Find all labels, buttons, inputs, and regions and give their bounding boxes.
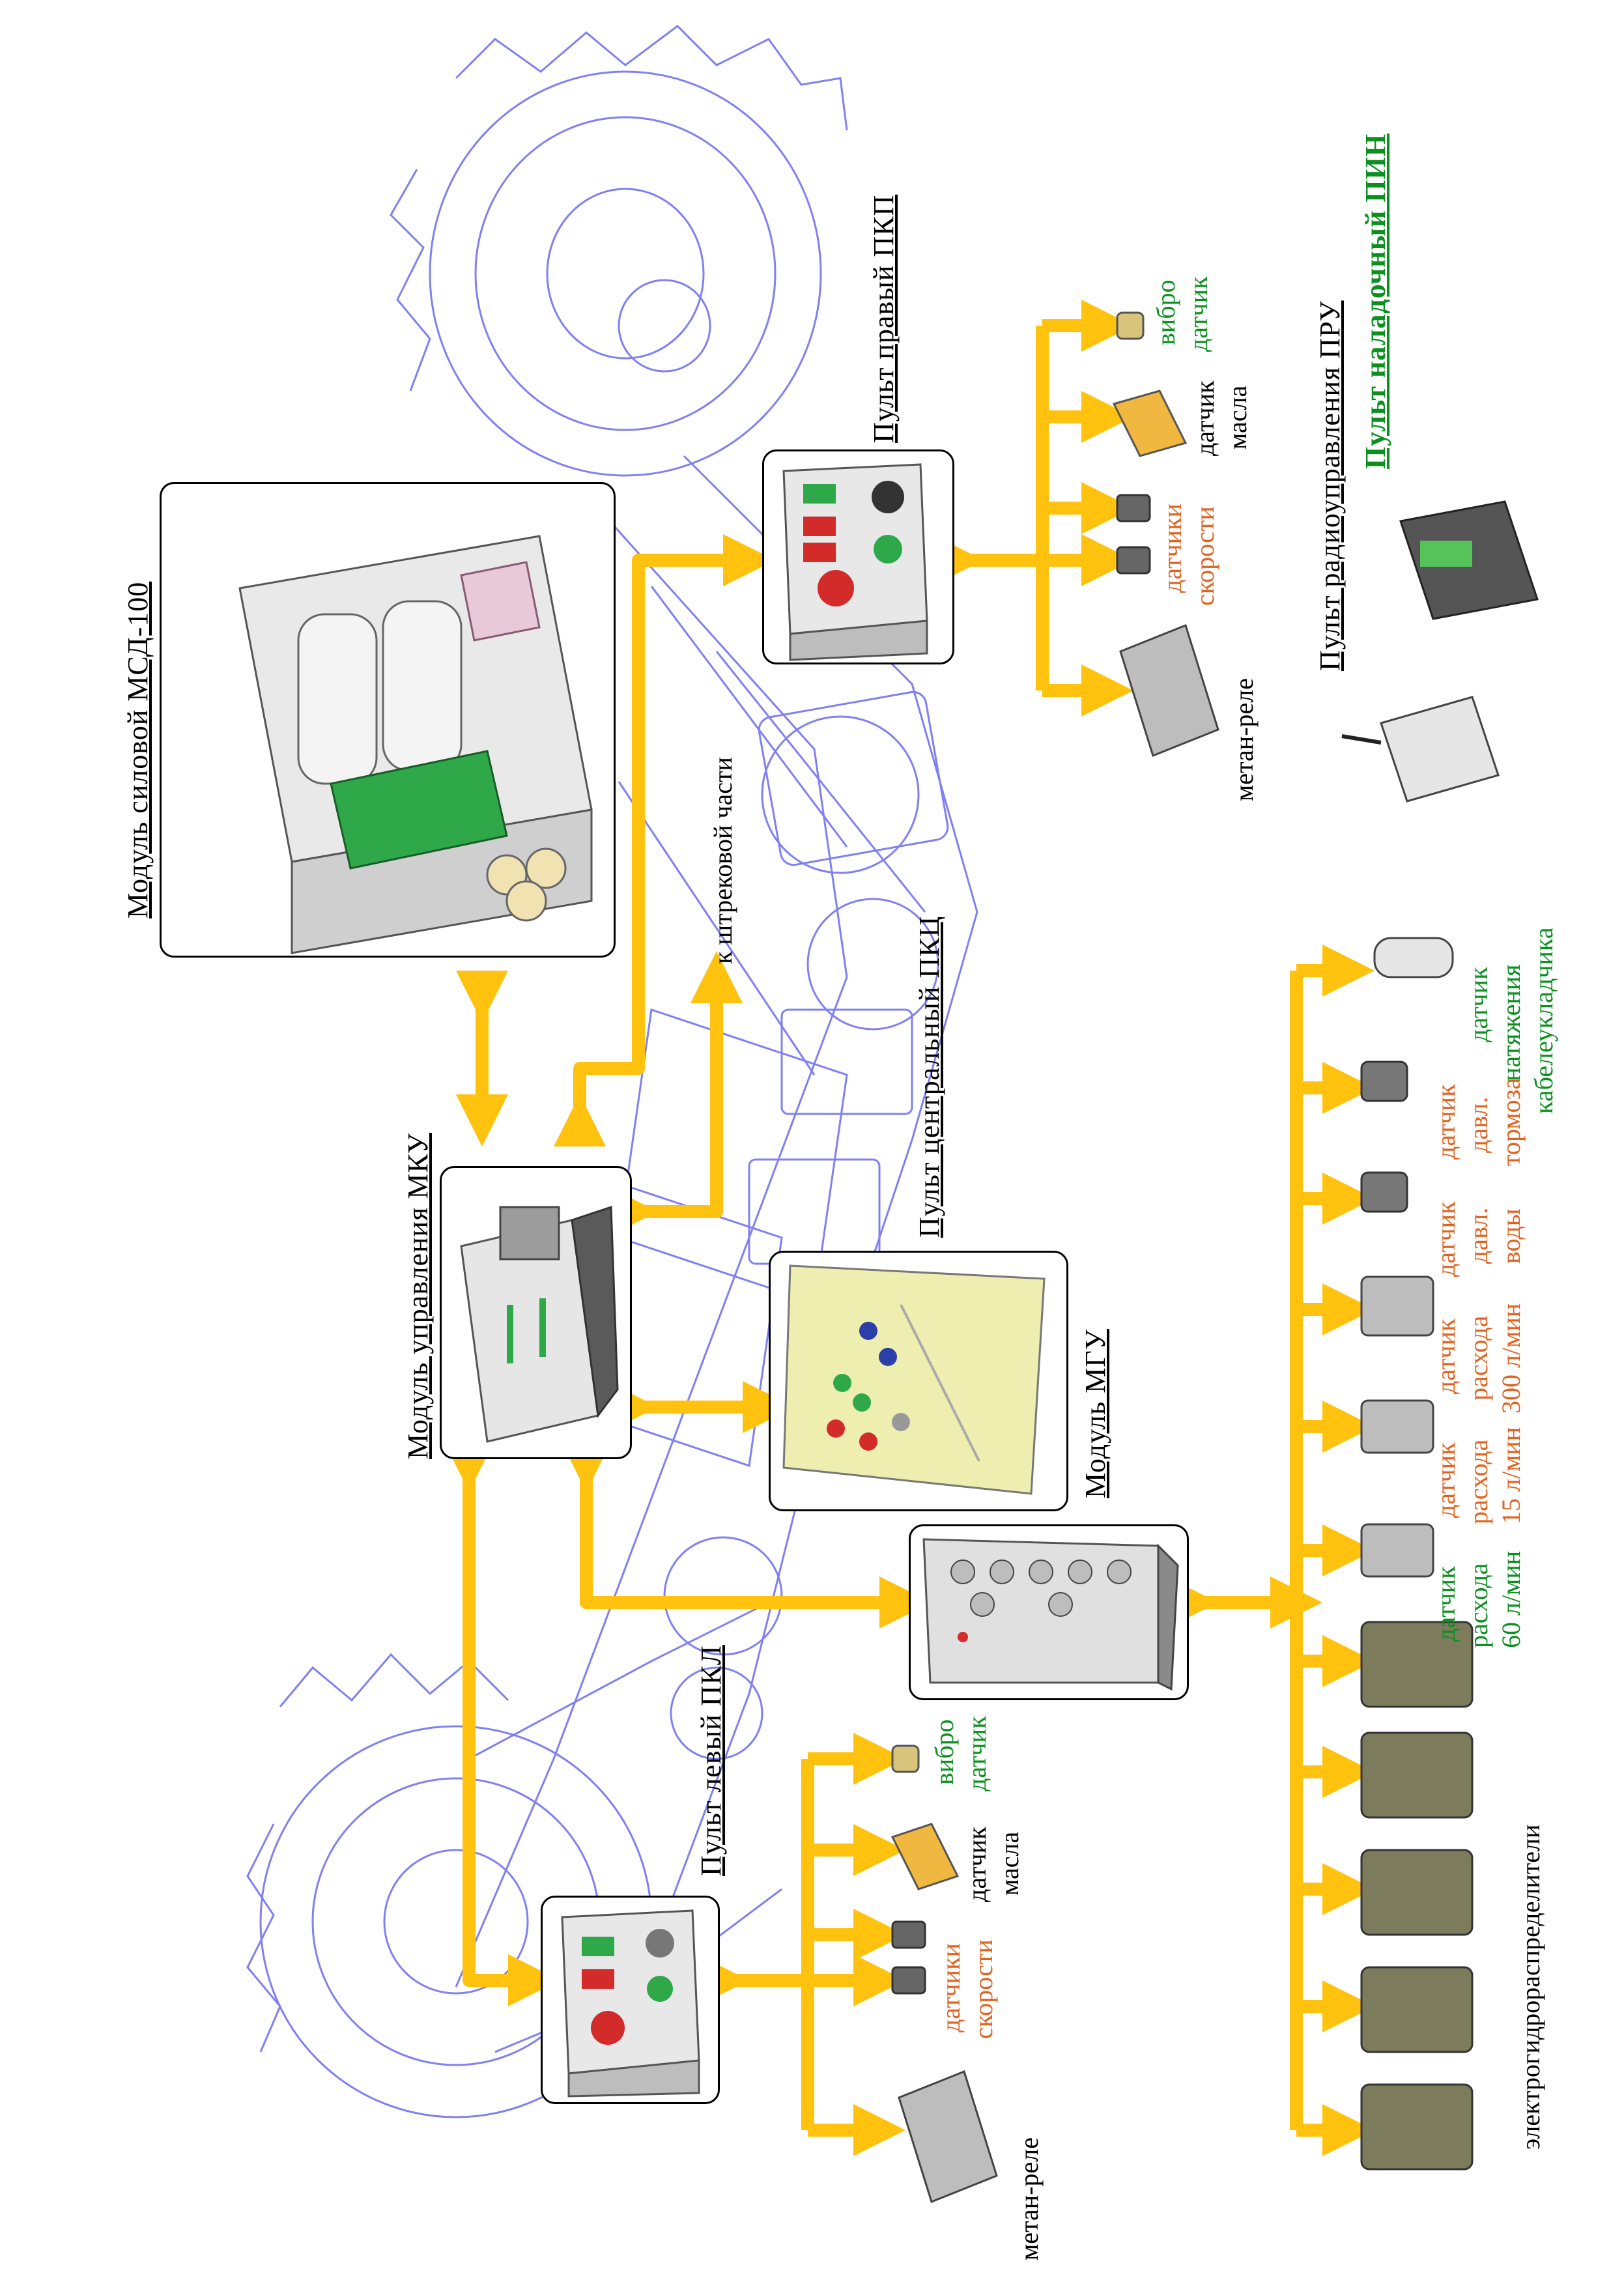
flow15-label-2: расхода (1464, 1439, 1493, 1524)
right-vibro-label-1: вибро (1151, 279, 1180, 345)
flow15-label-1: датчик (1431, 1442, 1460, 1518)
setup-console-title: Пульт наладочный ПИН (1360, 133, 1391, 469)
water-label-1: датчик (1431, 1201, 1460, 1277)
left-console-title: Пульт левый ПКЛ (695, 1645, 727, 1876)
radio-console-device-icon (1341, 696, 1500, 803)
radio-console-title: Пульт радиоуправления ПРУ (1314, 300, 1346, 671)
right-methane-label: метан-реле (1229, 678, 1259, 801)
mgu-module-title: Модуль МГУ (1079, 1329, 1111, 1498)
water-label-3: воды (1496, 1208, 1526, 1264)
right-vibro-label-2: датчик (1184, 276, 1213, 352)
flow60-label-1: датчик (1431, 1566, 1460, 1642)
left-oil-label-2: масла (995, 1831, 1024, 1896)
setup-console-device-icon (1399, 500, 1539, 620)
right-oil-label-2: масла (1223, 385, 1252, 449)
control-module-title: Модуль управления МКУ (402, 1132, 434, 1459)
tension-label-2: натяжения (1496, 964, 1526, 1081)
left-oil-label-1: датчик (962, 1827, 991, 1902)
flow-sensor-60-icon (1360, 1523, 1434, 1578)
methane-relay-icon-right (1119, 624, 1219, 757)
brake-label-3: тормоза (1496, 1077, 1526, 1166)
right-console-image (782, 463, 928, 661)
left-speed-label-2: скорости (969, 1939, 998, 2039)
cable-tension-sensor-icon (1373, 937, 1454, 978)
hydraulic-valve-icons (1360, 1621, 1474, 2171)
flow300-label-2: расхода (1464, 1315, 1493, 1401)
central-console-module-image (922, 1538, 1179, 1691)
left-console-panel (541, 1896, 720, 2104)
flow60-label-3: 60 л/мин (1496, 1550, 1526, 1648)
brake-label-2: давл. (1464, 1096, 1493, 1153)
to-gate-label: к штрековой части (708, 757, 737, 964)
power-module-panel (160, 482, 616, 958)
oil-sensor-icon-left (890, 1823, 960, 1890)
speed-sensor-icon-right-2 (1116, 546, 1151, 575)
speed-sensor-icon-right-1 (1116, 494, 1151, 522)
power-module-image (238, 535, 593, 954)
flow15-label-3: 15 л/мин (1496, 1427, 1526, 1524)
speed-sensor-icon-left-2 (891, 1966, 926, 1995)
right-speed-label-2: скорости (1190, 506, 1219, 606)
left-console-image (561, 1909, 700, 2098)
control-module-panel (440, 1166, 632, 1459)
vibration-sensor-icon-left (891, 1745, 920, 1773)
brake-label-1: датчик (1431, 1084, 1460, 1160)
right-oil-label-1: датчик (1190, 380, 1219, 456)
tension-label-1: датчик (1464, 967, 1493, 1042)
tension-label-3: кабелеукладчика (1529, 927, 1558, 1114)
valves-label: электрогидрораспределители (1516, 1824, 1545, 2150)
speed-sensor-icon-left-1 (891, 1920, 926, 1949)
flow300-label-1: датчик (1431, 1318, 1460, 1394)
central-console-module-panel (909, 1524, 1189, 1700)
brake-pressure-sensor-icon (1360, 1061, 1408, 1102)
power-module-title: Модуль силовой МСД-100 (122, 581, 154, 919)
vibration-sensor-icon-right (1116, 311, 1145, 340)
flow-sensor-300-icon (1360, 1275, 1434, 1337)
right-console-title: Пульт правый ПКП (868, 194, 900, 443)
oil-sensor-icon-right (1112, 390, 1188, 457)
central-console-title: Пульт центральный ПКЦ (913, 915, 945, 1238)
flow300-label-3: 300 л/мин (1496, 1303, 1526, 1414)
flow60-label-2: расхода (1464, 1563, 1493, 1648)
flow-sensor-15-icon (1360, 1399, 1434, 1454)
water-pressure-sensor-icon (1360, 1171, 1408, 1213)
methane-relay-icon-left (898, 2070, 998, 2203)
left-methane-label: метан-реле (1014, 2137, 1044, 2260)
right-speed-label-1: датчики (1158, 504, 1187, 593)
left-speed-label-1: датчики (936, 1943, 965, 2032)
mgu-module-panel (769, 1251, 1068, 1511)
left-vibro-label-2: датчик (962, 1716, 991, 1791)
left-vibro-label-1: вибро (930, 1719, 959, 1785)
control-module-image (460, 1205, 619, 1443)
right-console-panel (762, 449, 954, 664)
mgu-module-image (782, 1264, 1046, 1495)
water-label-2: давл. (1464, 1207, 1493, 1264)
